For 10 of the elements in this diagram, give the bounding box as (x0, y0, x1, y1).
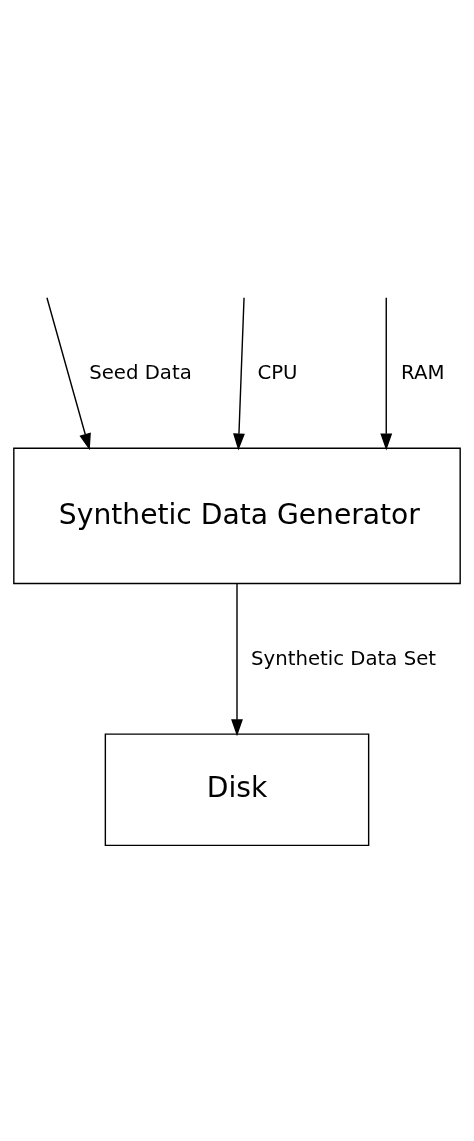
edge-label: RAM (401, 360, 445, 384)
node-box: Synthetic Data Generator (13, 447, 461, 584)
edge-label: CPU (257, 360, 298, 384)
arrow (233, 296, 245, 450)
edge-label: Seed Data (89, 360, 192, 384)
arrow (231, 582, 243, 736)
arrow (380, 296, 393, 450)
arrow (46, 296, 91, 450)
edge-label: Synthetic Data Set (251, 646, 437, 670)
node-box: Disk (104, 732, 370, 846)
